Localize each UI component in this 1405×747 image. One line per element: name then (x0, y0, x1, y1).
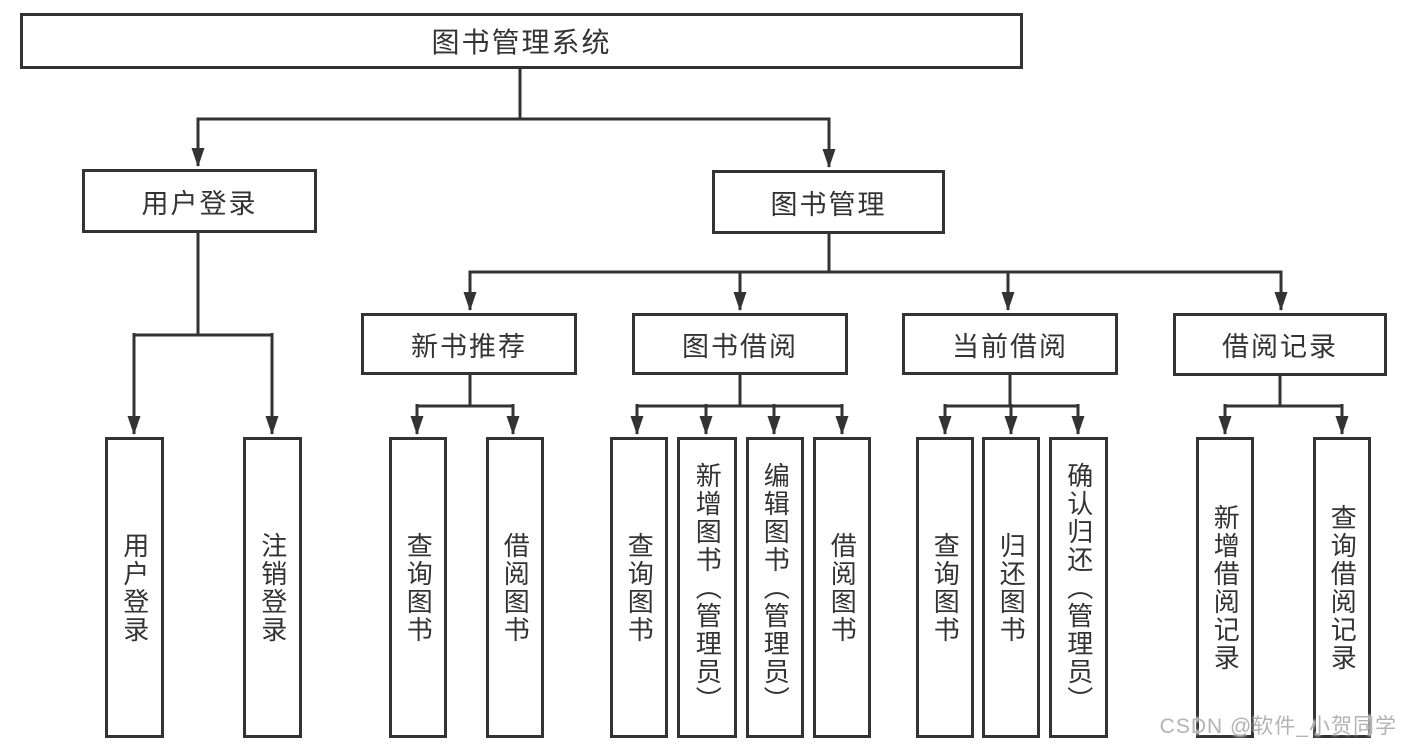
node-new-book-recommend: 新书推荐 (361, 313, 577, 375)
node-logout-leaf: 注销登录 (243, 437, 302, 738)
node-bb-edit-books-admin: 编辑图书（管理员） (746, 437, 804, 738)
node-br-add-record: 新增借阅记录 (1196, 437, 1254, 738)
node-user-login: 用户登录 (82, 169, 317, 233)
node-book-management: 图书管理 (712, 170, 945, 234)
node-br-query-record: 查询借阅记录 (1313, 437, 1371, 738)
node-borrowing-records: 借阅记录 (1173, 313, 1387, 376)
node-bb-add-books-admin: 新增图书（管理员） (677, 437, 737, 738)
node-nbr-query-books: 查询图书 (389, 437, 447, 738)
node-nbr-borrow-books: 借阅图书 (486, 437, 544, 738)
node-cb-query-books: 查询图书 (916, 437, 974, 738)
node-book-borrowing: 图书借阅 (632, 313, 848, 375)
node-user-login-leaf: 用户登录 (105, 437, 164, 738)
node-cb-return-books: 归还图书 (982, 437, 1040, 738)
node-cb-confirm-return-admin: 确认归还（管理员） (1049, 437, 1108, 738)
node-bb-borrow-books: 借阅图书 (813, 437, 871, 738)
node-bb-query-books: 查询图书 (610, 437, 668, 738)
watermark: CSDN @软件_小贺同学 (1159, 715, 1397, 738)
node-root: 图书管理系统 (20, 13, 1023, 69)
node-current-borrowing: 当前借阅 (902, 313, 1118, 375)
